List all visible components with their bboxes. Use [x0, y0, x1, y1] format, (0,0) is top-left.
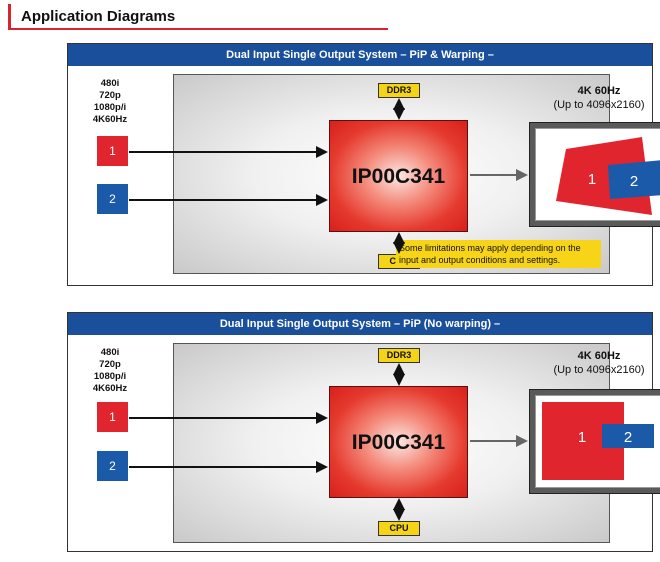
output-subtitle: (Up to 4096x2160): [553, 99, 645, 111]
input-resolutions: 480i 720p 1080p/i 4K60Hz: [80, 347, 140, 395]
pip-window-2: [602, 424, 654, 448]
resolution-1080p: 1080p/i: [93, 371, 127, 382]
ddr3-tag: DDR3: [378, 83, 420, 98]
warped-window-2-label: 2: [630, 173, 638, 190]
output-resolution: 4K 60Hz (Up to 4096x2160): [504, 85, 660, 112]
output-title: 4K 60Hz: [577, 85, 621, 97]
limitations-note: Some limitations may apply depending on …: [396, 240, 601, 268]
diagram-title: Dual Input Single Output System – PiP (N…: [68, 313, 652, 335]
output-resolution: 4K 60Hz (Up to 4096x2160): [504, 350, 660, 377]
monitor-screen: 1 2: [535, 128, 660, 221]
section-heading: Application Diagrams: [8, 4, 388, 30]
pip-window-2-label: 2: [624, 429, 632, 446]
input-1-box: 1: [97, 402, 128, 432]
section-heading-text: Application Diagrams: [21, 8, 176, 25]
input-2-box: 2: [97, 184, 128, 214]
warped-window-1-label: 1: [588, 171, 596, 188]
chip-ip00c341: IP00C341: [329, 120, 468, 232]
warped-window-2: [608, 160, 660, 199]
output-monitor: 1 2: [529, 389, 660, 494]
processing-area: DDR3 IP00C341 CPU 4K 60Hz (Up to 4096x21…: [129, 343, 660, 543]
resolution-1080p: 1080p/i: [93, 102, 127, 113]
pip-graphic: 1 2: [542, 402, 654, 480]
cpu-tag: CPU: [378, 521, 420, 536]
connection-arrows: [129, 98, 528, 254]
warped-pip-graphic: 1 2: [556, 137, 660, 215]
diagram-title: Dual Input Single Output System – PiP & …: [68, 44, 652, 66]
chip-ip00c341: IP00C341: [329, 386, 468, 498]
input-1-box: 1: [97, 136, 128, 166]
resolution-720p: 720p: [99, 90, 121, 101]
input-resolutions: 480i 720p 1080p/i 4K60Hz: [80, 78, 140, 126]
output-monitor: 1 2: [529, 122, 660, 227]
ddr3-tag: DDR3: [378, 348, 420, 363]
pip-window-1-label: 1: [578, 429, 586, 446]
diagram-pip-warping: Dual Input Single Output System – PiP & …: [67, 43, 660, 286]
resolution-4k60: 4K60Hz: [92, 383, 128, 394]
diagram-pip-no-warping: Dual Input Single Output System – PiP (N…: [67, 312, 660, 552]
resolution-720p: 720p: [99, 359, 121, 370]
resolution-480i: 480i: [100, 347, 120, 358]
resolution-480i: 480i: [100, 78, 120, 89]
output-subtitle: (Up to 4096x2160): [553, 364, 645, 376]
output-title: 4K 60Hz: [577, 350, 621, 362]
resolution-4k60: 4K60Hz: [92, 114, 128, 125]
monitor-screen: 1 2: [535, 395, 660, 488]
input-2-box: 2: [97, 451, 128, 481]
processing-area: DDR3 IP00C341 CPU 4K 60Hz (Up to 4096x21…: [129, 74, 660, 274]
connection-arrows: [129, 363, 528, 521]
